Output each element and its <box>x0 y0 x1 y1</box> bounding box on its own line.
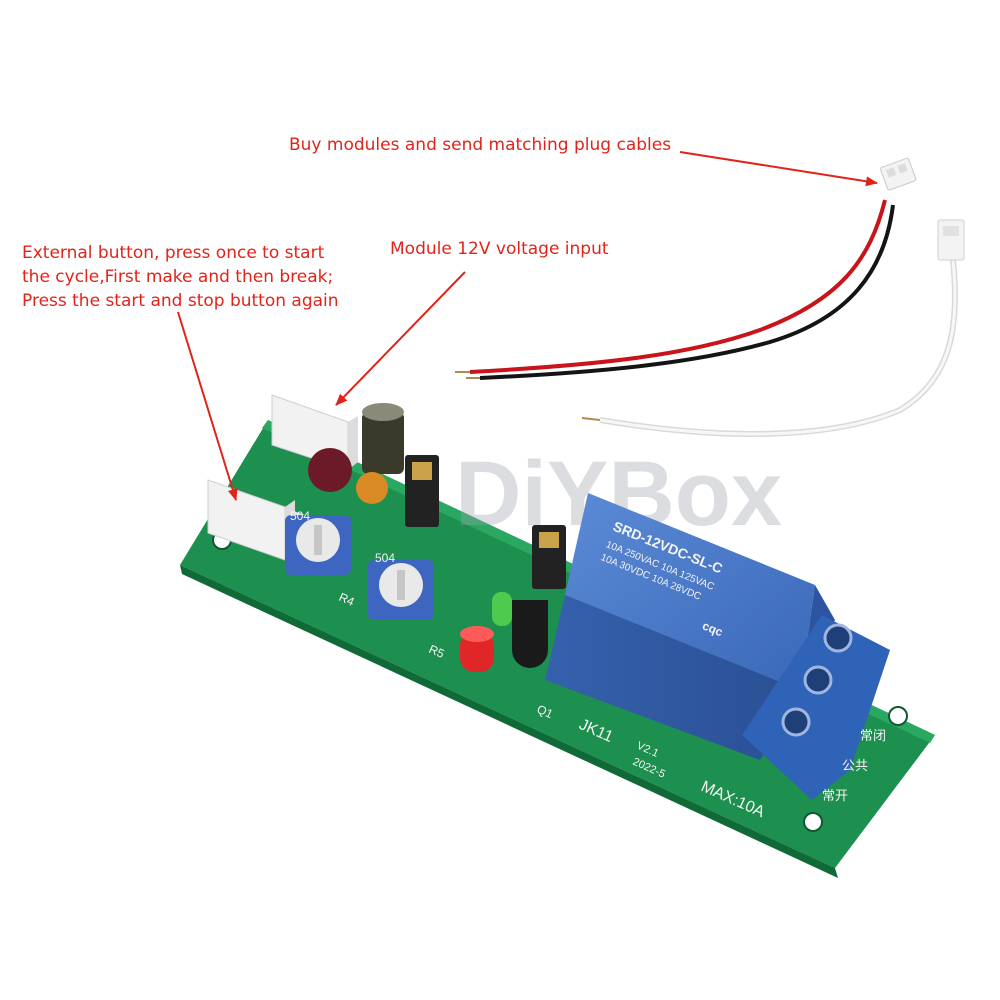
black-red-cable <box>455 157 917 380</box>
transistor-q1 <box>512 600 548 668</box>
voltage-arrow <box>335 271 466 406</box>
potentiometer-2: 504 <box>368 551 434 620</box>
button-annotation-line1: External button, press once to start <box>22 243 325 263</box>
red-capacitor <box>308 448 352 492</box>
pot1-label: 504 <box>290 509 310 523</box>
voltage-annotation: Module 12V voltage input <box>390 239 609 259</box>
green-led <box>492 592 512 626</box>
mount-hole <box>803 812 823 832</box>
terminal-com-label: 公共 <box>842 758 868 773</box>
r4-label: R4 <box>337 590 357 609</box>
white-cable <box>581 219 965 437</box>
potentiometer-1: 504 <box>285 509 351 575</box>
r5-label: R5 <box>427 642 447 661</box>
mount-hole <box>888 706 908 726</box>
electrolytic-capacitor <box>362 403 404 474</box>
terminal-no-label: 常开 <box>822 788 848 803</box>
button-annotation-line3: Press the start and stop button again <box>22 291 339 311</box>
cables-annotation: Buy modules and send matching plug cable… <box>289 135 672 155</box>
cables-arrow <box>679 151 878 187</box>
ceramic-capacitor <box>356 472 388 504</box>
pot2-label: 504 <box>375 551 395 565</box>
button-arrow <box>177 311 238 501</box>
button-annotation-line2: the cycle,First make and then break; <box>22 267 334 287</box>
trigger-jumper <box>532 525 566 589</box>
q1-label: Q1 <box>535 702 556 721</box>
mode-jumper <box>405 455 439 527</box>
terminal-nc-label: 常闭 <box>860 728 886 743</box>
jst-plug-white <box>937 219 965 261</box>
jst-plug-top <box>880 157 917 191</box>
red-led <box>460 626 494 672</box>
screw-terminal-block <box>742 615 890 800</box>
